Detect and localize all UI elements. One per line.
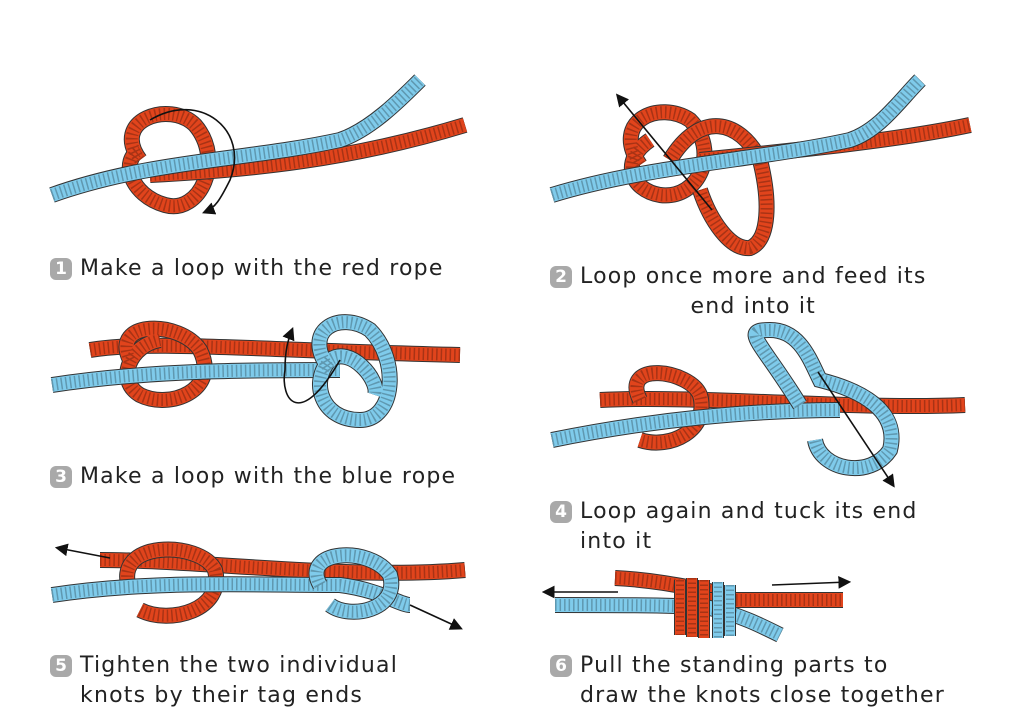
step-number-badge: 1: [50, 258, 72, 280]
blue-rope: [50, 576, 412, 613]
tag-pull-arrow-right: [409, 604, 463, 630]
red-knot: [119, 541, 225, 624]
red-knot: [628, 365, 710, 451]
rotation-arrow: [282, 327, 341, 404]
tuck-arrow: [817, 371, 895, 488]
blue-coils: [712, 582, 736, 638]
tag-pull-arrow-left: [54, 543, 111, 559]
feed-arrow: [615, 93, 713, 211]
step-text: Tighten the two individual knots by thei…: [80, 653, 399, 708]
step-number-badge: 3: [50, 466, 72, 488]
blue-rope: [550, 402, 841, 448]
blue-rope: [549, 74, 926, 203]
rotation-arrow: [149, 108, 236, 215]
pull-arrow-right: [771, 575, 852, 589]
blue-loop: [747, 321, 900, 476]
blue-rope: [49, 74, 426, 203]
red-rope: [149, 117, 468, 183]
step-number-badge: 5: [50, 655, 72, 677]
step-2-caption: 2 Loop once more and feed its end into i…: [550, 262, 927, 322]
step-number-badge: 6: [550, 655, 572, 677]
step-number-badge: 4: [550, 501, 572, 523]
step-text: Loop again and tuck its end into it: [580, 499, 918, 554]
step-6-caption: 6 Pull the standing parts to draw the kn…: [550, 651, 945, 711]
red-rope-tag: [663, 118, 775, 256]
step-3-caption: 3 Make a loop with the blue rope: [50, 462, 456, 492]
step-text: Make a loop with the blue rope: [80, 464, 457, 489]
step-5-caption: 5 Tighten the two individual knots by th…: [50, 651, 398, 711]
step-4-caption: 4 Loop again and tuck its end into it: [550, 497, 918, 557]
blue-knot: [308, 547, 400, 620]
red-rope: [599, 390, 966, 415]
step-text: Loop once more and feed its end into it: [580, 264, 927, 319]
step-text: Make a loop with the red rope: [80, 256, 444, 281]
red-coils: [674, 578, 710, 638]
red-rope: [99, 552, 466, 581]
blue-loop: [311, 314, 398, 429]
step-text: Pull the standing parts to draw the knot…: [580, 653, 945, 708]
step-number-badge: 2: [550, 266, 572, 288]
step-1-caption: 1 Make a loop with the red rope: [50, 254, 444, 284]
blue-rope: [554, 597, 784, 643]
blue-rope: [50, 362, 341, 393]
